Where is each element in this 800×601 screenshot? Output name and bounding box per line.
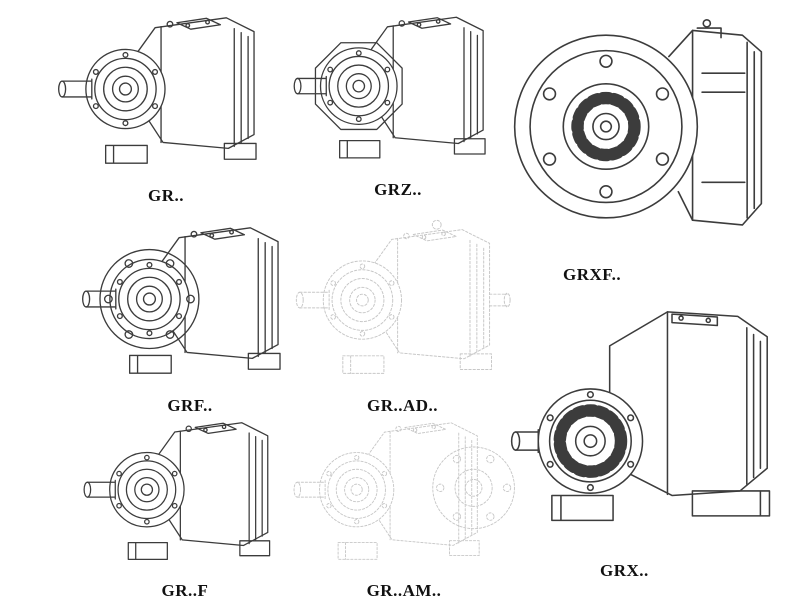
gearbox-figure-gr-ad: GR..AD.. (290, 212, 515, 416)
gearbox-label-gr-f: GR..F (161, 581, 209, 600)
gearbox-figure-grxf: GRXF.. (505, 2, 790, 285)
gearbox-label-grf: GRF.. (167, 396, 213, 415)
gearbox-drawing-gr-f (83, 422, 271, 561)
gearbox-label-grxf: GRXF.. (563, 265, 622, 284)
gearbox-label-grx: GRX.. (600, 561, 649, 580)
gearbox-drawing-gr-am (293, 422, 515, 560)
gearbox-figure-gr-am: GR..AM.. (288, 406, 520, 601)
gearbox-figure-gr-f: GR..F (78, 406, 292, 601)
gearbox-label-gr-am: GR..AM.. (366, 581, 442, 600)
gearbox-label-grz: GRZ.. (374, 180, 422, 199)
gearbox-drawing-gr-ad (295, 219, 511, 374)
gearbox-figure-grx: GRX.. (502, 296, 791, 581)
gearbox-drawing-grx (510, 311, 771, 522)
gearbox-drawing-gr (58, 17, 257, 164)
gearbox-label-gr: GR.. (148, 186, 184, 205)
gearbox-figure-grf: GRF.. (76, 210, 304, 416)
gearbox-label-gr-ad: GR..AD.. (366, 396, 439, 415)
gearbox-drawing-grxf (513, 18, 763, 226)
gearbox-figure-gr: GR.. (52, 0, 280, 206)
gearbox-figure-grz: GRZ.. (288, 0, 508, 200)
gearbox-drawing-grf (82, 227, 281, 374)
gearbox-drawing-grz (293, 16, 486, 159)
